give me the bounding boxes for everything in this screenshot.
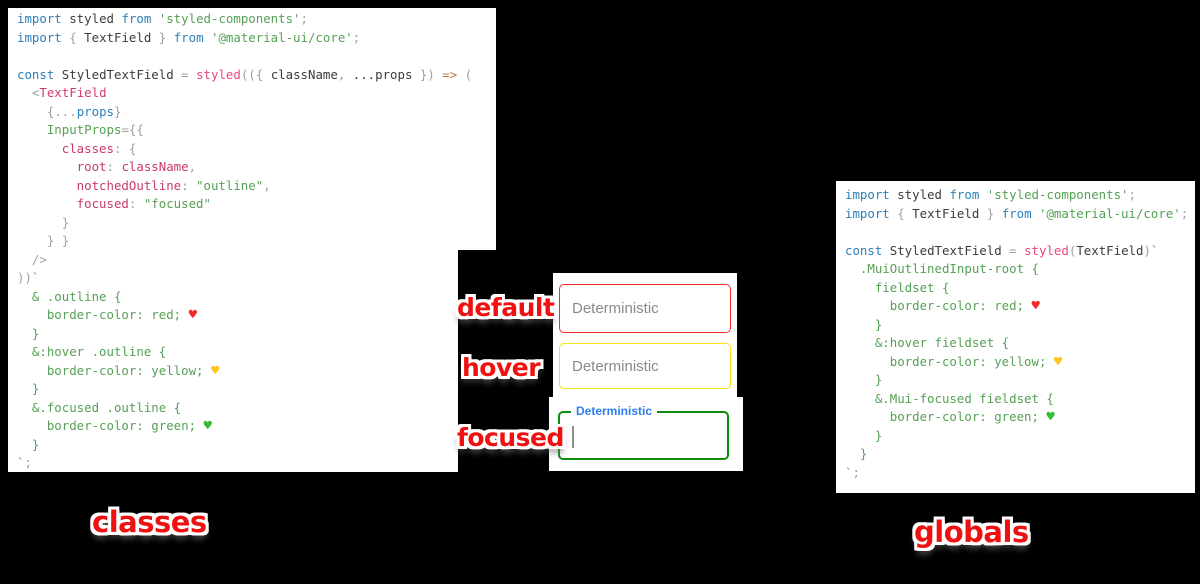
code-line: } [17, 381, 40, 396]
code-line: border-color: green; ♥ [17, 418, 212, 434]
code-line: &.Mui-focused fieldset { [845, 390, 1054, 406]
state-label-hover: hover [462, 353, 541, 382]
code-line: &.focused .outline { [17, 399, 182, 415]
caption-classes: classes [92, 505, 207, 539]
code-line: } [845, 316, 883, 332]
code-line: {...props} [17, 103, 122, 119]
left-code-panel-upper [8, 8, 496, 250]
code-line: } } [17, 233, 70, 248]
code-line: InputProps={{ [17, 122, 144, 137]
right-code-panel [836, 181, 1195, 493]
code-line: } [17, 214, 70, 230]
state-label-default: default [457, 293, 555, 322]
textfield-default-label: Deterministic [572, 300, 659, 317]
code-line: import styled from 'styled-components'; [17, 11, 308, 26]
code-line: border-color: green; ♥ [845, 409, 1055, 425]
code-line: import styled from 'styled-components'; [845, 187, 1136, 202]
code-line: fieldset { [845, 279, 950, 295]
left-code-panel-lower [8, 250, 458, 472]
code-line: border-color: red; ♥ [845, 298, 1040, 314]
code-line: const StyledTextField = styled(TextField… [845, 242, 1159, 258]
code-line: classes: { [17, 140, 137, 156]
textfield-focused[interactable]: Deterministic [558, 404, 729, 460]
code-line: &:hover fieldset { [845, 335, 1010, 350]
code-line: } [845, 372, 883, 387]
code-line: import { TextField } from '@material-ui/… [17, 29, 361, 45]
state-label-focused: focused [457, 423, 564, 452]
code-block-classes: import styled from 'styled-components'; i… [17, 10, 472, 473]
caption-globals: globals [914, 515, 1029, 549]
code-line: focused: "focused" [17, 196, 211, 211]
code-line: } [845, 427, 883, 443]
code-line: } [845, 446, 868, 461]
code-line: const StyledTextField = styled(({ classN… [17, 66, 473, 82]
code-line [845, 223, 1188, 242]
code-line: root: className, [17, 159, 197, 174]
code-block-globals: import styled from 'styled-components'; i… [845, 186, 1188, 482]
code-line: & .outline { [17, 288, 122, 304]
code-line: border-color: red; ♥ [17, 307, 198, 323]
code-line: <TextField [17, 85, 107, 100]
code-line: ))` [17, 270, 40, 285]
code-line: `; [845, 464, 860, 480]
textfield-default[interactable]: Deterministic [559, 284, 731, 333]
code-line: } [17, 436, 40, 452]
code-line: /> [17, 251, 47, 267]
code-line [17, 47, 472, 66]
text-cursor [572, 426, 574, 448]
code-line: `; [17, 455, 32, 470]
code-line: notchedOutline: "outline", [17, 177, 271, 193]
code-line: } [17, 325, 40, 341]
textfield-hover[interactable]: Deterministic [559, 343, 731, 389]
code-line: import { TextField } from '@material-ui/… [845, 205, 1189, 221]
code-line: border-color: yellow; ♥ [845, 353, 1063, 370]
code-line: &:hover .outline { [17, 344, 167, 359]
textfield-hover-label: Deterministic [572, 357, 659, 375]
code-line: border-color: yellow; ♥ [17, 362, 220, 379]
textfield-focused-notch-label: Deterministic [571, 404, 658, 418]
code-line: .MuiOutlinedInput-root { [845, 261, 1039, 276]
